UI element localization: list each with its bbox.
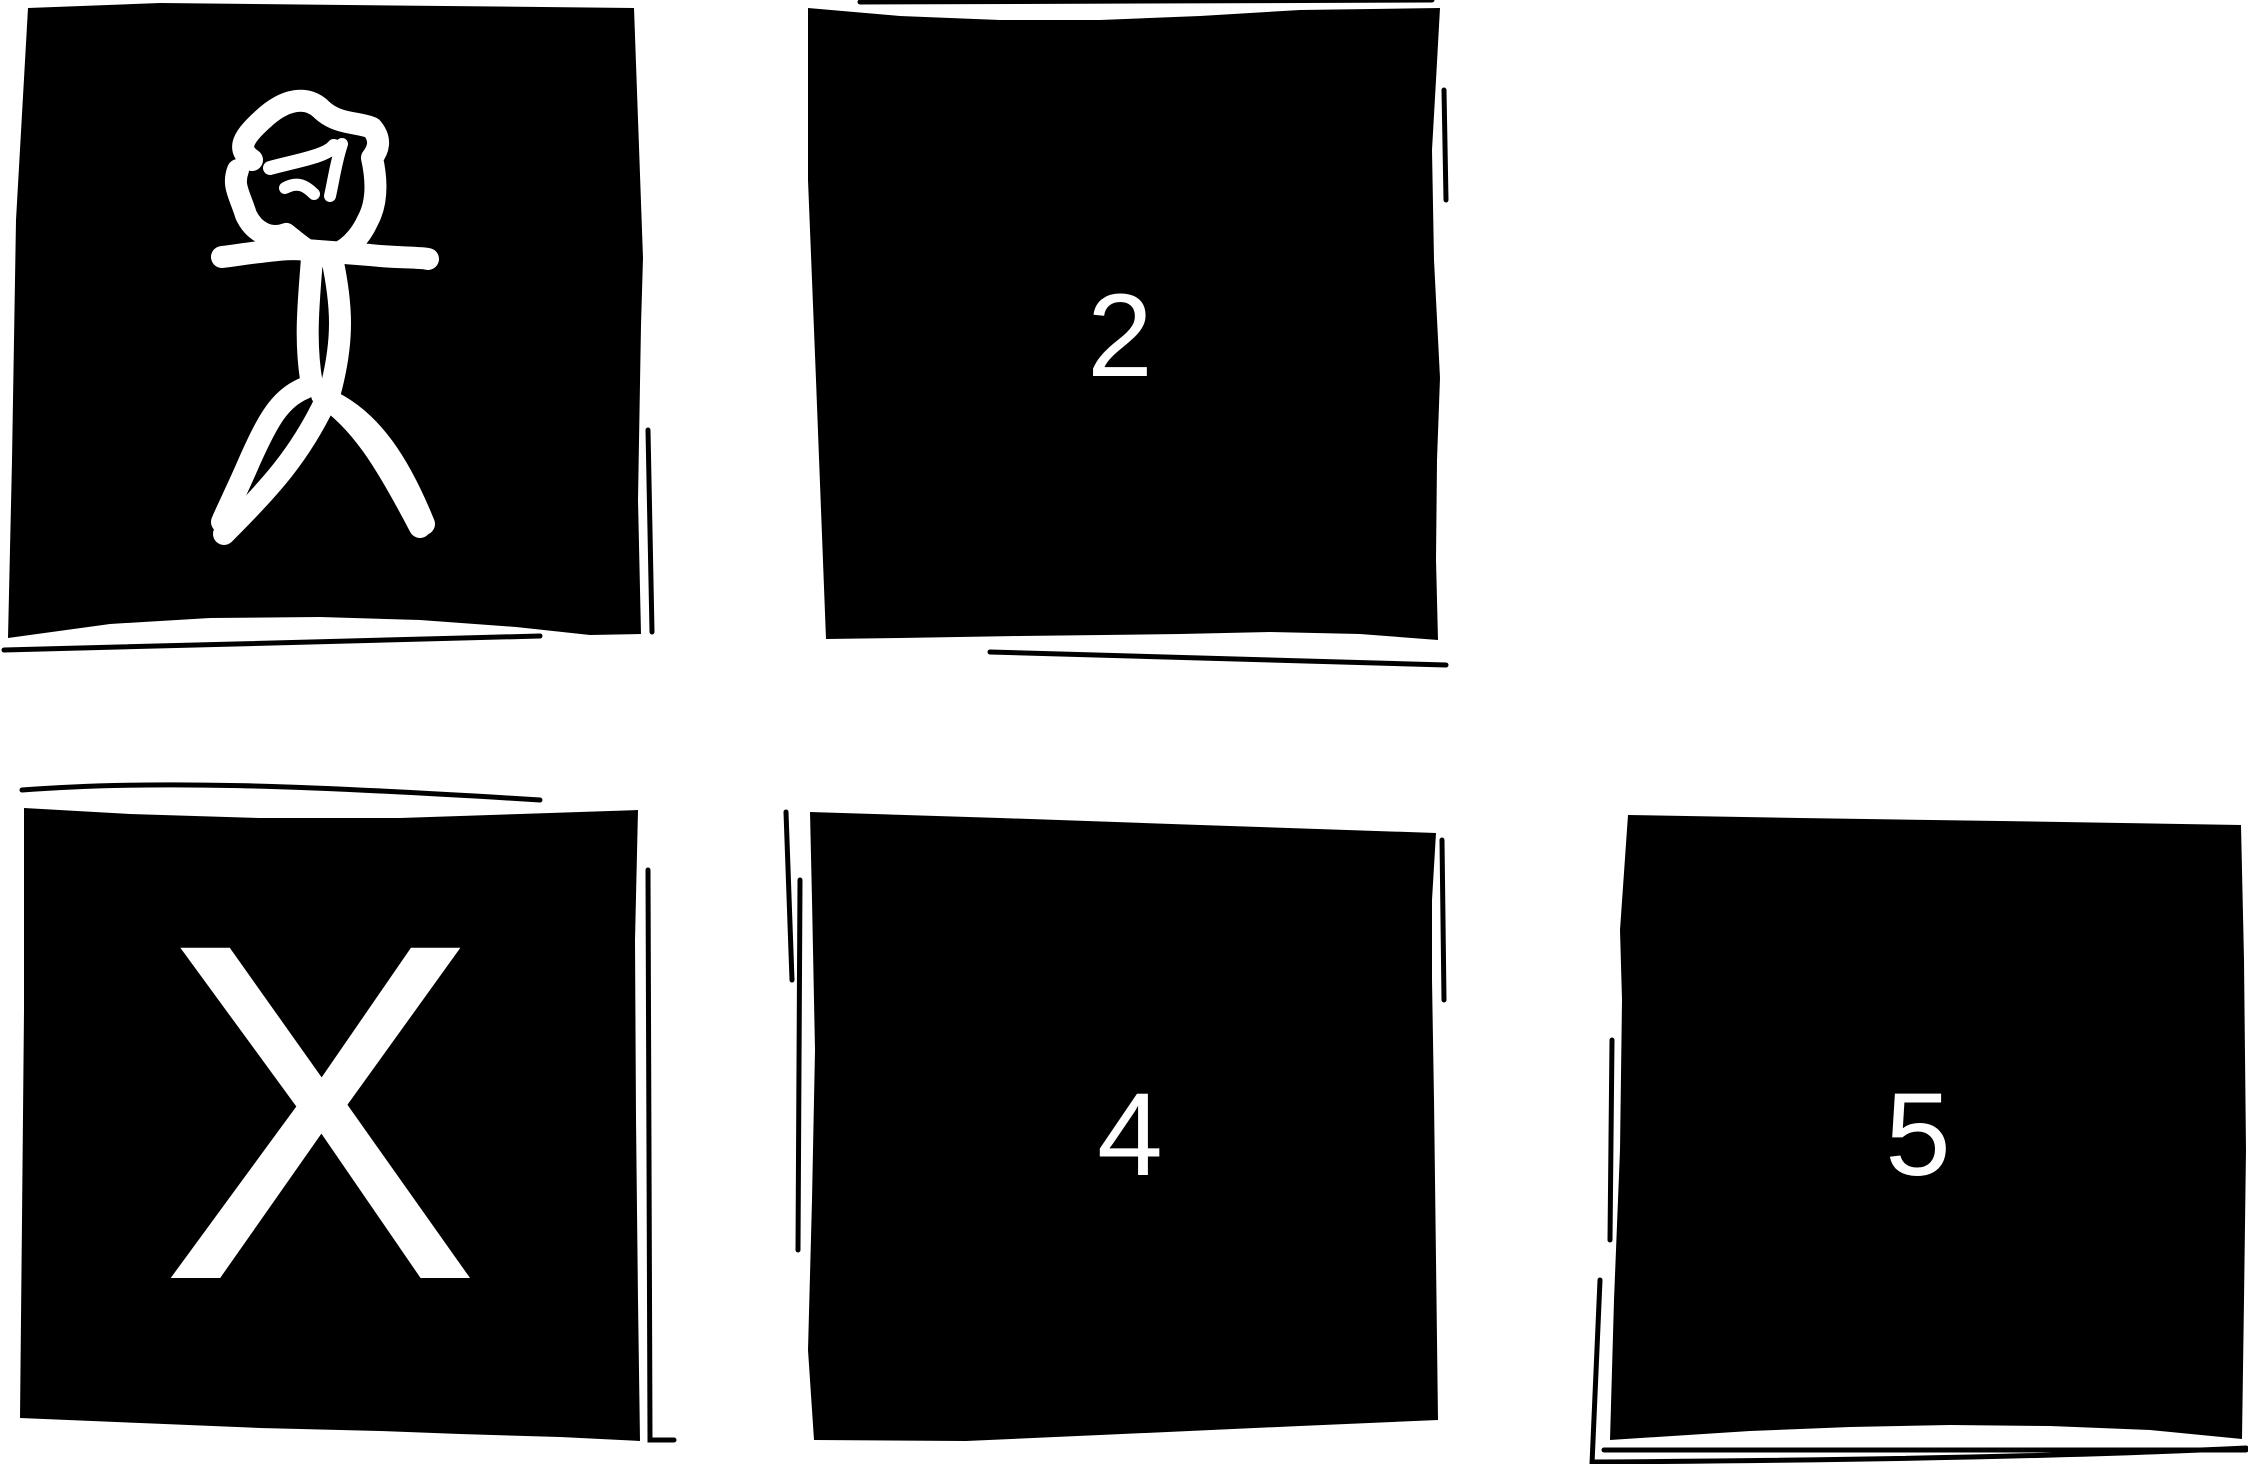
tile-1-player[interactable] — [1, 3, 655, 653]
tile-5[interactable]: 4 — [783, 809, 1447, 1441]
tile-2-label: 2 — [1087, 270, 1153, 402]
stick-figure-icon — [211, 89, 439, 545]
tile-4-marked[interactable]: X — [19, 782, 677, 1443]
tile-6-label: 5 — [1885, 1069, 1951, 1201]
tile-2[interactable]: 2 — [808, 0, 1449, 668]
tile-5-label: 4 — [1097, 1069, 1163, 1201]
tile-4-label: X — [160, 843, 480, 1380]
tile-3-empty[interactable] — [1620, 10, 2240, 640]
tile-6[interactable]: 5 — [1589, 815, 2248, 1464]
